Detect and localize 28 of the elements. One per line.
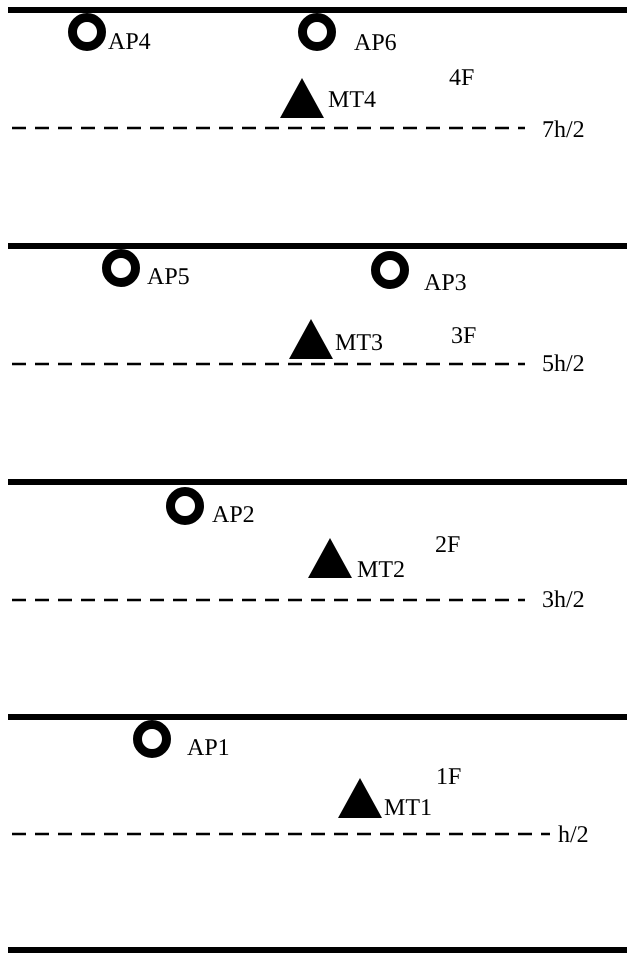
- floor-label: 3F: [451, 324, 476, 348]
- floor-label: 1F: [436, 765, 462, 789]
- floor-label: 2F: [435, 533, 460, 557]
- device-label: AP2: [212, 503, 255, 527]
- device-label: MT1: [384, 796, 432, 820]
- device-label: MT3: [335, 331, 383, 355]
- height-label: 7h/2: [542, 118, 585, 142]
- device-label: AP4: [108, 30, 151, 54]
- height-label: 5h/2: [542, 352, 585, 376]
- device-label: AP1: [187, 736, 230, 760]
- terminal-triangle-icon: [308, 538, 352, 578]
- access-point-ring-icon: [165, 486, 205, 526]
- device-label: AP6: [354, 31, 397, 55]
- access-point-ring-icon: [297, 12, 337, 52]
- terminal-triangle-icon: [289, 319, 333, 359]
- access-point-ring-icon: [101, 248, 141, 288]
- height-label: h/2: [558, 823, 589, 847]
- device-label: AP5: [147, 265, 190, 289]
- height-label: 3h/2: [542, 588, 585, 612]
- device-label: MT2: [357, 558, 405, 582]
- device-label: MT4: [328, 88, 376, 112]
- terminal-triangle-icon: [338, 778, 382, 818]
- access-point-ring-icon: [132, 719, 172, 759]
- access-point-ring-icon: [370, 250, 410, 290]
- device-label: AP3: [424, 271, 467, 295]
- floor-label: 4F: [449, 66, 474, 90]
- terminal-triangle-icon: [280, 78, 324, 118]
- access-point-ring-icon: [67, 12, 107, 52]
